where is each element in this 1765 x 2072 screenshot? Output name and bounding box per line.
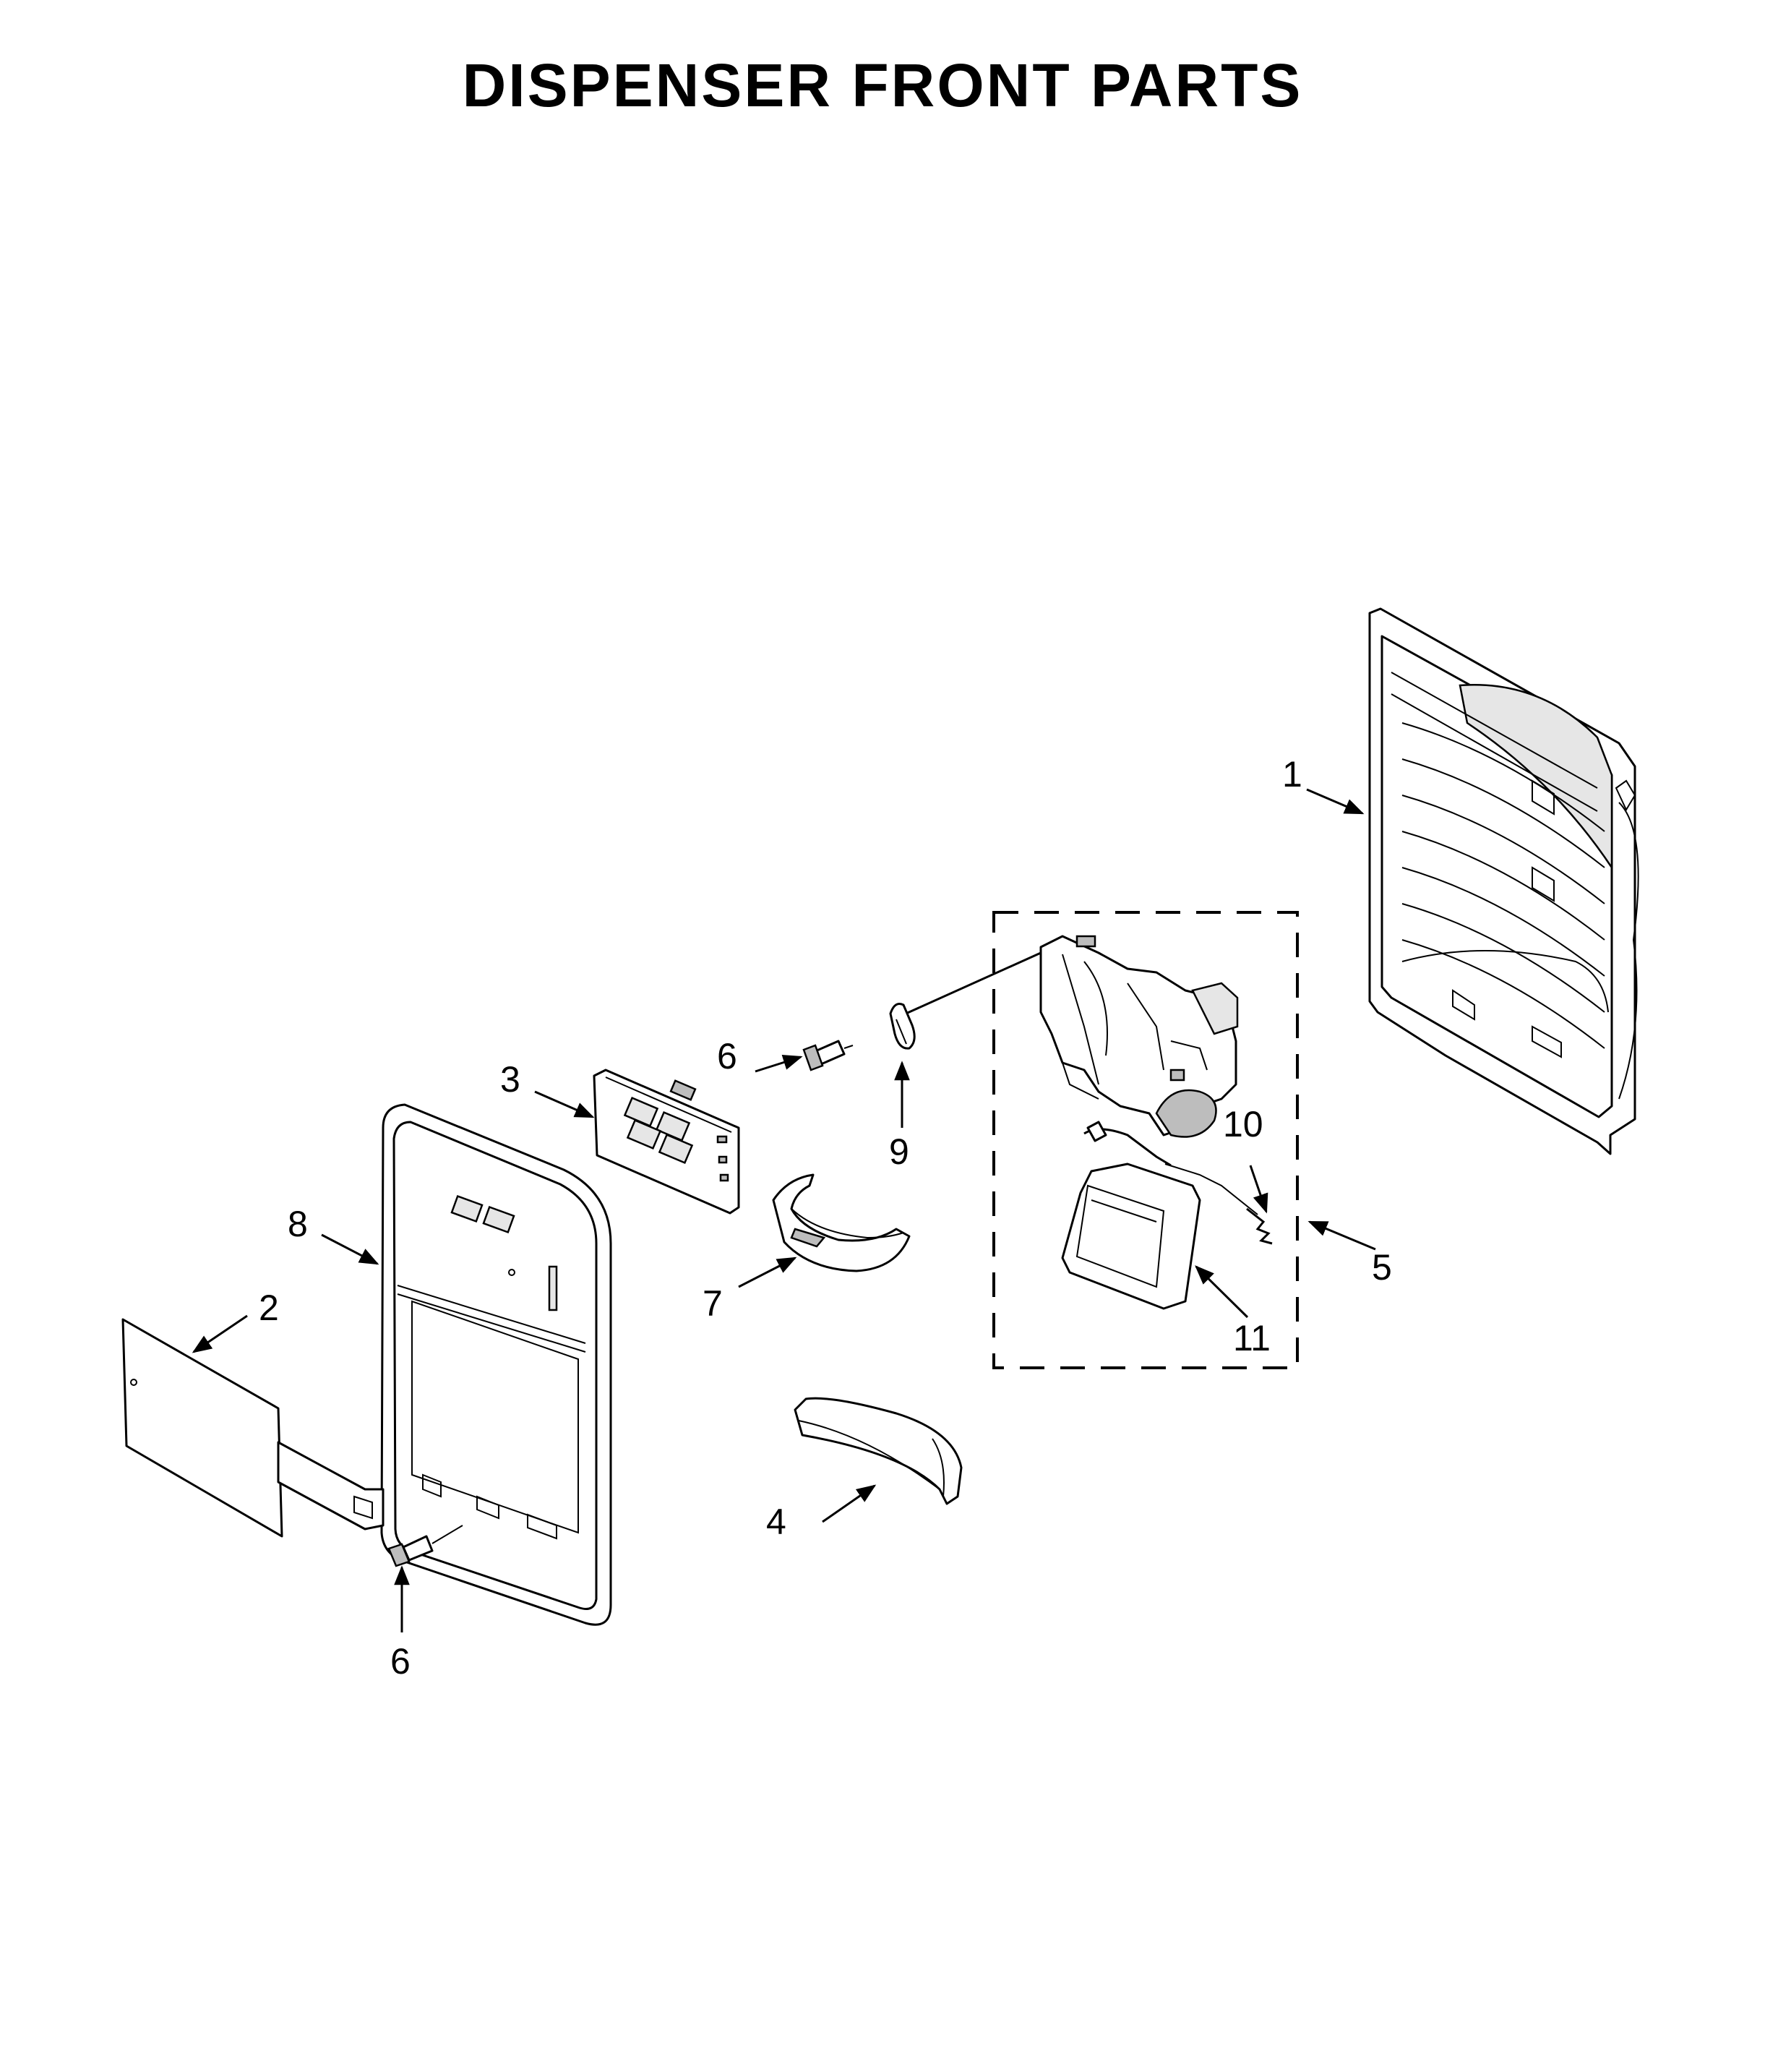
part-9-clip [889,1003,916,1050]
callout-7: 7 [703,1283,723,1324]
part-2-shield [121,1318,385,1538]
assembly-5-dashed-boundary [992,911,1299,1369]
callout-2: 2 [259,1288,279,1328]
part-3-control-board [593,1069,740,1215]
part-1-dispenser-housing [1368,607,1639,1155]
callout-leaders [192,788,1376,1632]
callout-10: 10 [1223,1104,1263,1144]
part-7-bracket [772,1173,911,1272]
actuator-rod [896,951,1042,1019]
callout-3: 3 [500,1059,520,1100]
callout-8: 8 [288,1204,308,1244]
dispenser-actuator-assembly [1039,935,1239,1138]
part-8-front-bezel [380,1103,612,1626]
part-11-dispenser-paddle [1061,1121,1258,1310]
part-6-screw-lower [387,1525,463,1567]
callout-11: 11 [1233,1318,1271,1358]
callout-5: 5 [1372,1247,1392,1288]
diagram-title: DISPENSER FRONT PARTS [462,51,1303,119]
part-10-spring [1246,1207,1273,1245]
part-6-screw-upper [802,1040,854,1071]
callout-6-lower: 6 [390,1641,411,1682]
callout-6-upper: 6 [717,1036,737,1076]
part-4-drip-tray [794,1397,963,1505]
callout-9: 9 [889,1131,909,1172]
callout-4: 4 [766,1502,786,1542]
callout-1: 1 [1282,754,1302,795]
